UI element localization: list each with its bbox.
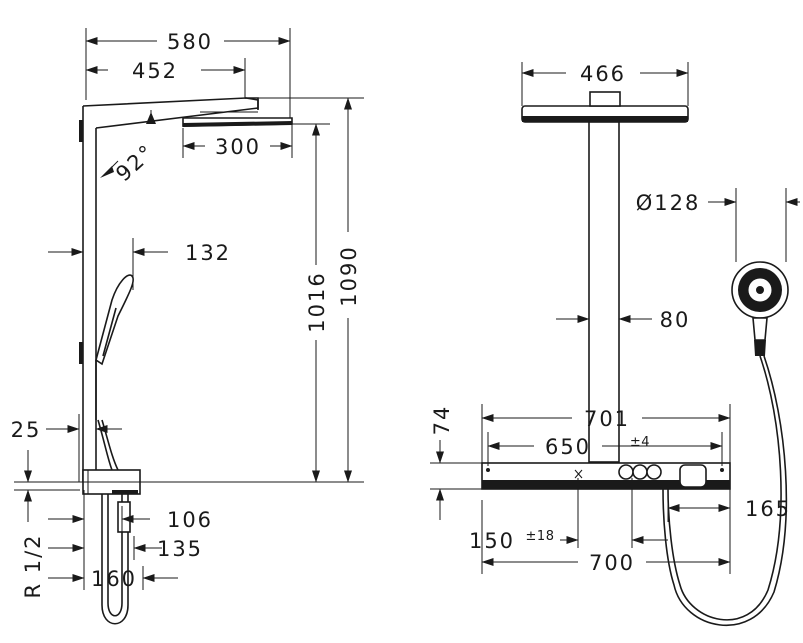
dim-650-tolerance: ±4 <box>630 435 650 450</box>
dim-r-thread: R 1/2 <box>21 533 45 598</box>
dim-580: 580 <box>167 30 213 54</box>
dim-452: 452 <box>132 59 178 83</box>
front-view: 466 Ø128 80 74 701 650 ±4 <box>430 62 800 627</box>
dim-106: 106 <box>167 508 213 532</box>
dim-150-tolerance: ±18 <box>526 529 555 544</box>
dim-74: 74 <box>430 405 454 436</box>
dim-165: 165 <box>745 497 791 521</box>
dim-701: 701 <box>584 407 630 431</box>
dim-160: 160 <box>91 567 137 591</box>
dim-135: 135 <box>157 537 203 561</box>
side-view: 580 452 92° 300 132 1016 1090 <box>11 28 364 625</box>
front-handshower <box>731 261 789 356</box>
dim-80: 80 <box>660 308 691 332</box>
side-shower-head <box>182 111 293 127</box>
front-shower-head <box>521 91 689 123</box>
dim-1090: 1090 <box>337 245 361 306</box>
front-thermostat <box>481 462 731 490</box>
dim-300: 300 <box>215 135 261 159</box>
dim-92-degrees: 92° <box>111 139 159 186</box>
handshower-icon <box>95 274 134 420</box>
dim-25: 25 <box>11 418 42 442</box>
dim-150: 150 <box>469 529 515 553</box>
dim-700: 700 <box>589 551 635 575</box>
dim-650: 650 <box>545 435 591 459</box>
dim-1016: 1016 <box>305 271 329 332</box>
dim-132: 132 <box>185 241 231 265</box>
dim-diameter-128: Ø128 <box>636 191 701 215</box>
dim-466: 466 <box>580 62 626 86</box>
